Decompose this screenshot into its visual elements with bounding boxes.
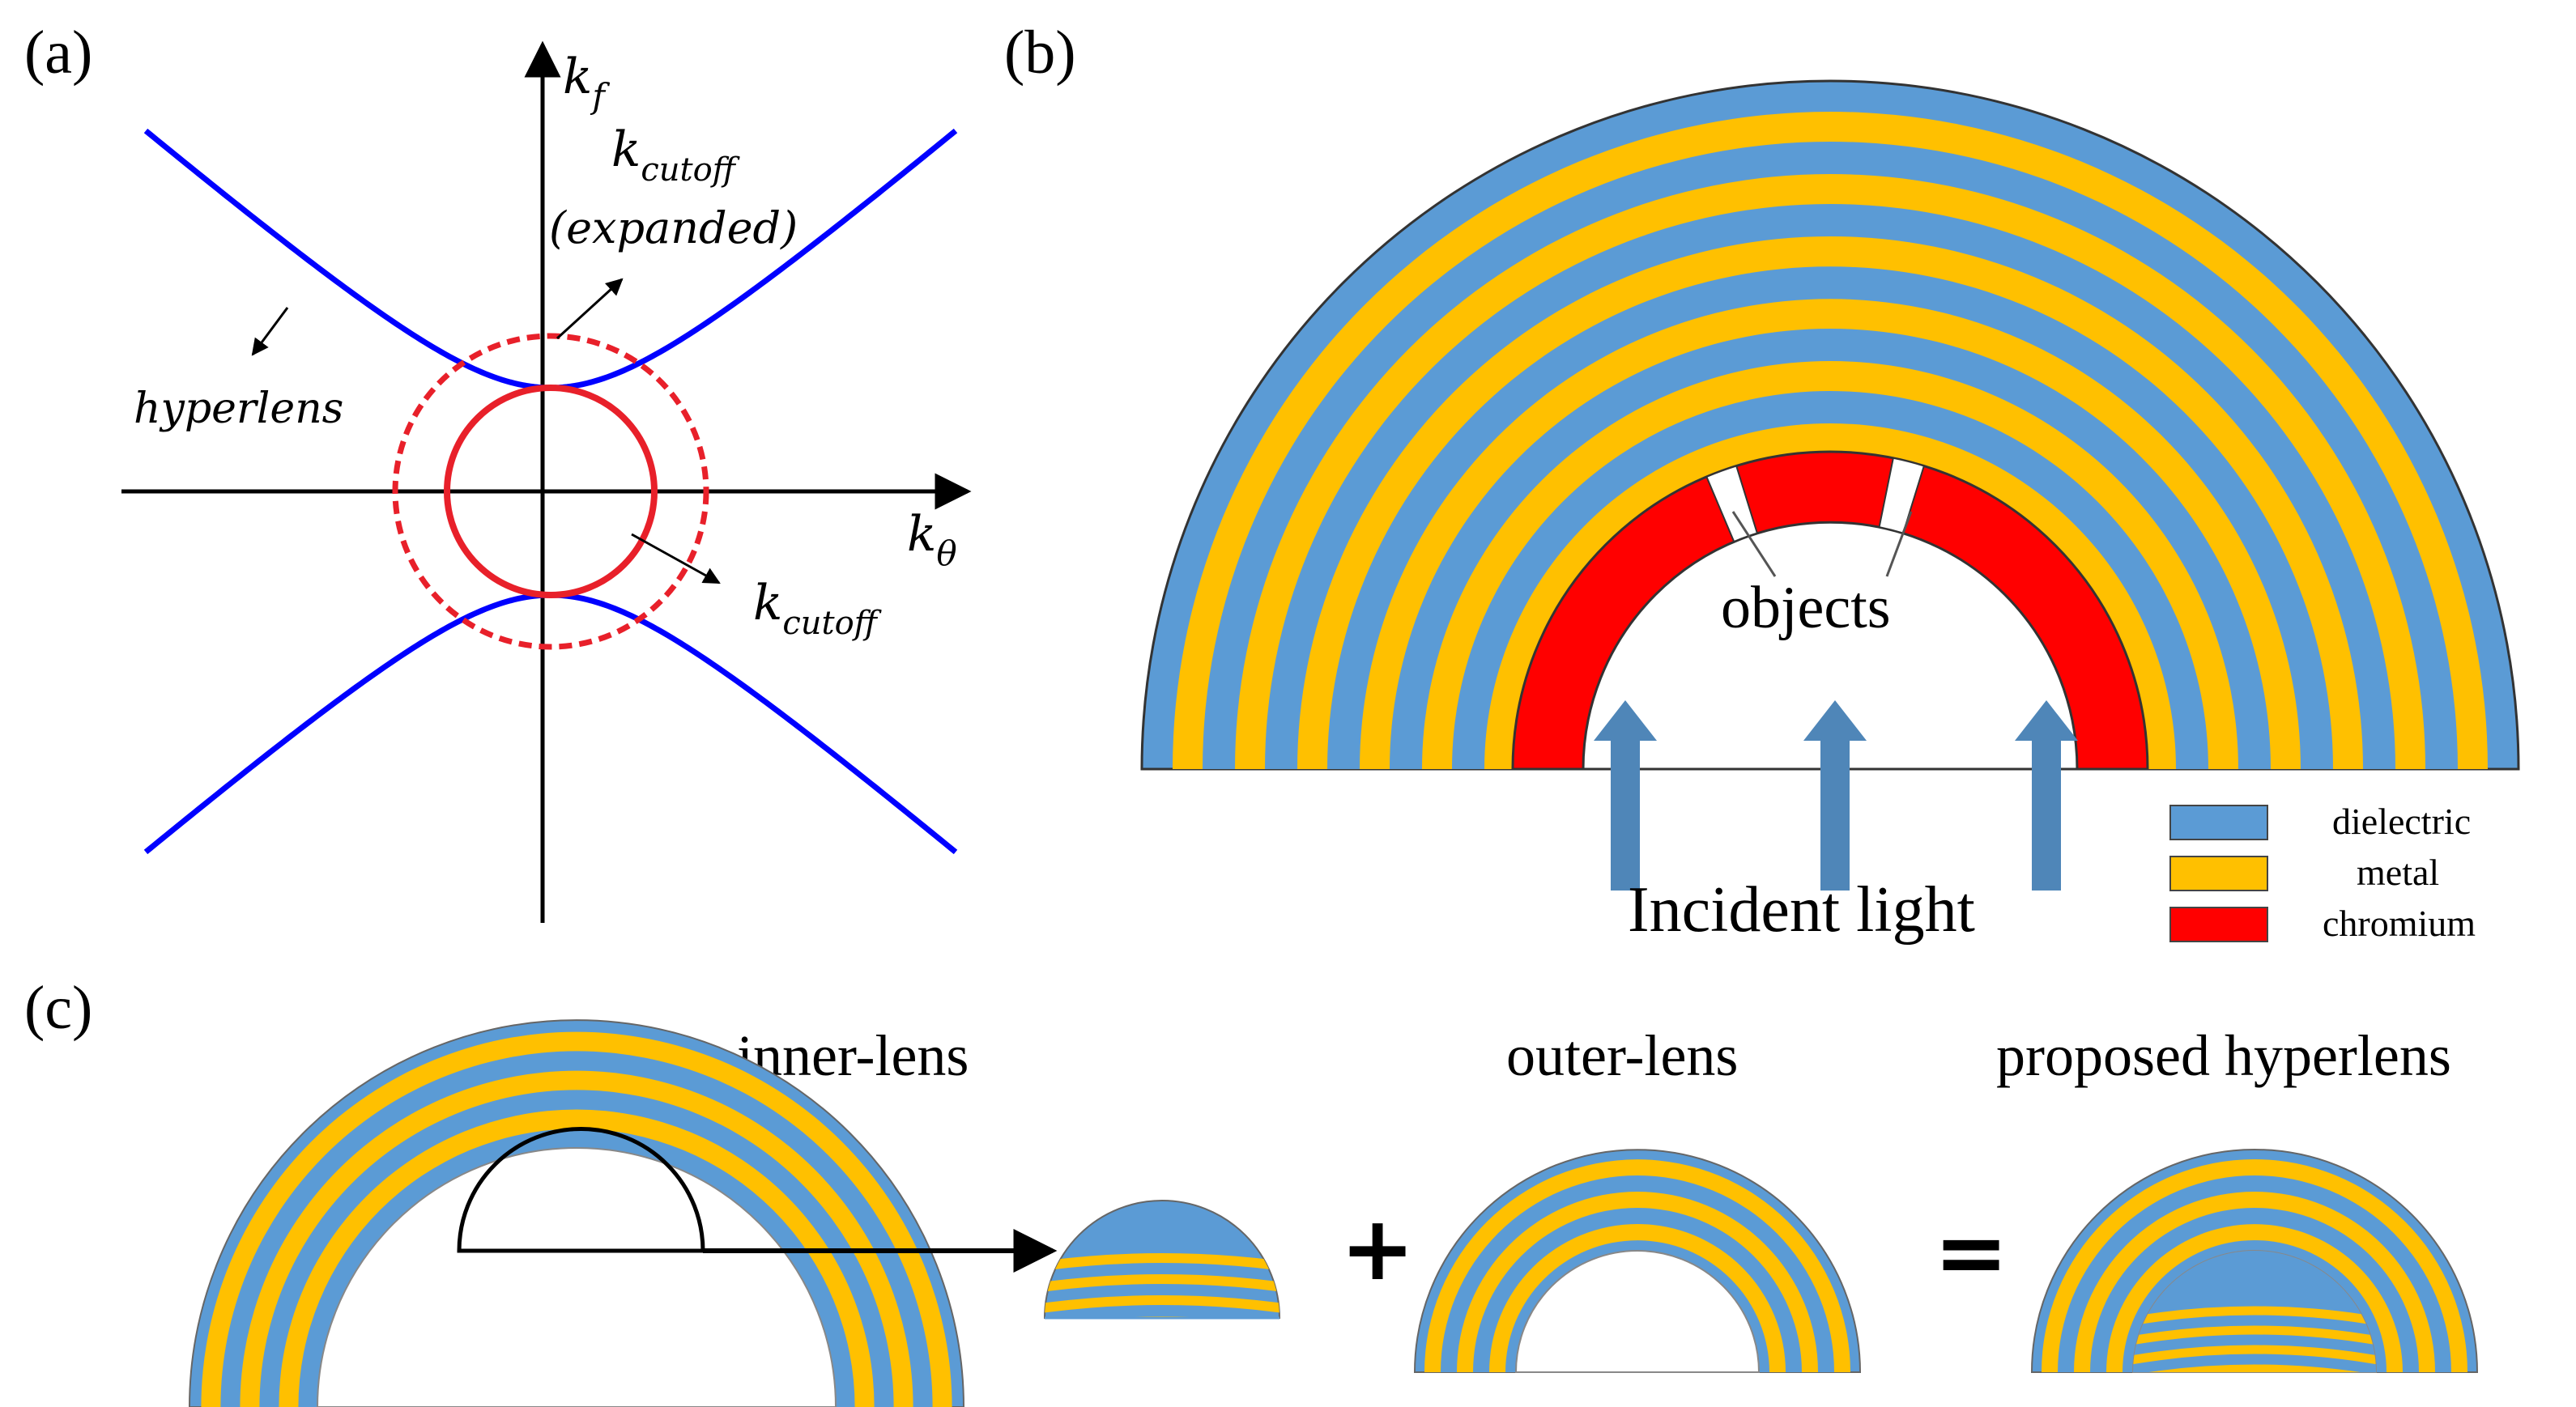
metal-layer [1045,1253,1279,1295]
proposed-hyperlens-title: proposed hyperlens [1996,1023,2451,1088]
legend-label-chromium: chromium [2323,903,2476,944]
inner-lens-piece [919,1200,1405,1383]
metal-layer [2133,1364,2376,1372]
legend-swatch-dielectric [2169,805,2268,840]
metal-layer [1045,1274,1279,1316]
expanded-arrow [556,278,624,340]
objects-pointer-right [1885,511,1913,577]
metal-layer [1045,1316,1279,1318]
inner-cavity [1514,1250,1761,1373]
proposed-cavity [2052,1376,2457,1407]
metal-layer [919,1342,1405,1375]
kx-axis-label: kθ [907,506,957,573]
incident-arrow-right [2015,700,2078,891]
plus-sign: + [1340,1197,1415,1300]
expanded-label: (expanded) [549,202,798,253]
incident-light-label: Incident light [1628,874,1975,946]
inner-lens-stripes [919,1253,1405,1383]
legend: dielectric metal chromium [2169,801,2476,944]
outer-lens [1413,1149,1862,1373]
legend-label-metal: metal [2357,852,2439,893]
hyperlens-label: hyperlens [134,385,343,433]
objects-gaps [1705,457,1926,543]
proposed-hyperlens [2030,1149,2479,1407]
metal-layer [2133,1306,2376,1344]
object-gap [1705,465,1759,543]
incident-arrow-left [1594,700,1657,891]
panel-c-label: (c) [24,974,92,1042]
legend-swatch-chromium [2169,907,2268,942]
hyperbola-top [143,128,958,391]
legend-swatch-metal [2169,856,2268,891]
ky-axis-label: kf [563,49,610,116]
inner-lens-cavity [919,1331,1405,1383]
full-lens-with-cut [188,1019,965,1407]
kcutoff-expanded-circle [392,333,709,650]
kcutoff-arrow [631,533,721,584]
kcutoff-circle [444,385,658,598]
hyperlens-cross-section [1140,79,2520,771]
equals-sign: = [1934,1201,2008,1304]
objects-pointer-left [1731,511,1777,577]
kcutoff-expanded-label: kcutoff [611,121,741,189]
legend-label-dielectric: dielectric [2332,801,2471,842]
panel-c: (c) inner-lens outer-lens proposed hyper… [24,974,2479,1407]
outer-lens-title: outer-lens [1506,1023,1738,1088]
panel-b-label: (b) [1004,19,1076,87]
panel-b: (b) objects Incident light dielectric me… [1004,19,2520,946]
panel-a-label: (a) [24,19,92,87]
incident-light-arrows [1594,700,2078,891]
kcutoff-label: kcutoff [753,575,883,642]
inner-cavity [1582,521,2079,771]
metal-layer [2133,1325,2376,1363]
hyperlens-arrow [251,307,289,356]
metal-layer [2133,1345,2376,1372]
inner-lens-cut-outline [457,1127,705,1253]
panel-a: (a) kf kcutoff (expanded) hyperlens kθ k… [24,19,972,923]
inner-cavity [316,1147,837,1407]
incident-arrow-center [1803,700,1867,891]
objects-label: objects [1721,575,1891,641]
metal-layer [1045,1295,1279,1318]
metal-layer [2052,1388,2457,1407]
